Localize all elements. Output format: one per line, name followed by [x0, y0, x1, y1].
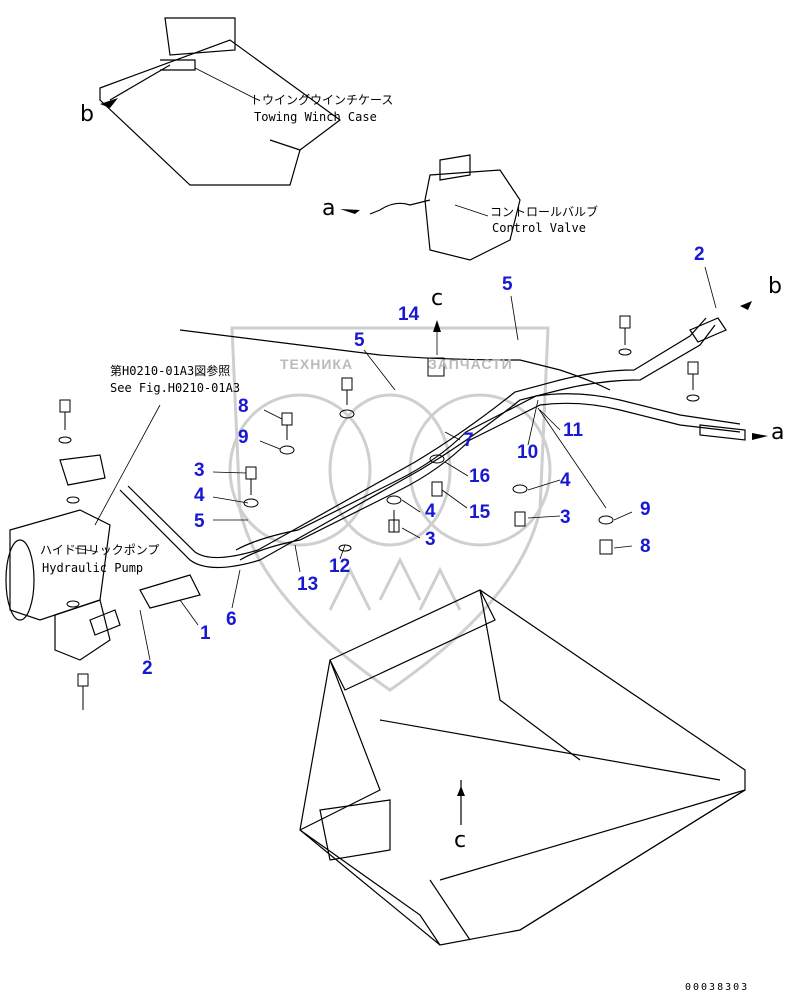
part-callout-5[interactable]: 5 [502, 274, 513, 295]
connection-letter-a: a [771, 420, 785, 445]
towing-winch-case [99, 17, 342, 186]
connection-letter-c: c [454, 828, 467, 853]
part-callout-2[interactable]: 2 [694, 244, 705, 265]
connection-letter-b: b [768, 274, 782, 299]
part-callout-1[interactable]: 1 [200, 623, 211, 644]
part-callout-3[interactable]: 3 [425, 529, 436, 550]
part-callout-2[interactable]: 2 [142, 658, 153, 679]
towing-winch-case-label-jp: トウイングウインチケース [250, 93, 394, 107]
part-callout-3[interactable]: 3 [194, 460, 205, 481]
control-valve-label-en: Control Valve [492, 221, 586, 235]
part-callout-11[interactable]: 11 [563, 420, 584, 441]
part-callout-3[interactable]: 3 [560, 507, 571, 528]
part-callout-14[interactable]: 14 [398, 304, 420, 325]
connection-letter-b: b [80, 102, 94, 127]
leader-lines [74, 67, 717, 661]
connection-letter-c: c [431, 286, 444, 311]
hydraulic-pump-label-jp: ハイドロリックポンプ [40, 543, 160, 557]
part-callout-16[interactable]: 16 [469, 466, 491, 487]
part-callout-7[interactable]: 7 [463, 430, 474, 451]
part-callout-10[interactable]: 10 [517, 442, 539, 463]
main-frame [299, 589, 746, 946]
watermark-text-left: ТЕХНИКА [280, 356, 354, 372]
hydraulic-pump-label-en: Hydraulic Pump [42, 561, 144, 575]
reference-label-jp: 第H0210-01A3図参照 [110, 364, 231, 378]
reference-label-en: See Fig.H0210-01A3 [110, 381, 241, 395]
document-id: 00038303 [685, 982, 750, 993]
part-callout-8[interactable]: 8 [640, 536, 651, 557]
part-callout-12[interactable]: 12 [329, 556, 351, 577]
towing-winch-case-label-en: Towing Winch Case [254, 110, 377, 124]
part-callout-4[interactable]: 4 [425, 501, 436, 522]
part-callout-5[interactable]: 5 [194, 511, 205, 532]
control-valve [369, 154, 521, 261]
part-callout-4[interactable]: 4 [194, 485, 205, 506]
fasteners [58, 315, 700, 710]
part-callout-15[interactable]: 15 [469, 502, 491, 523]
watermark-logo [228, 326, 552, 692]
part-callout-6[interactable]: 6 [226, 609, 237, 630]
part-callout-4[interactable]: 4 [560, 470, 571, 491]
control-valve-label-jp: コントロールバルブ [490, 205, 599, 219]
hoses [119, 317, 746, 609]
part-callout-8[interactable]: 8 [238, 396, 249, 417]
part-callout-9[interactable]: 9 [640, 499, 651, 520]
watermark-text-right: ЗАПЧАСТИ [428, 356, 513, 372]
hydraulic-pump [5, 454, 121, 661]
part-callout-9[interactable]: 9 [238, 427, 249, 448]
connection-letter-a: a [322, 196, 336, 221]
part-callout-5[interactable]: 5 [354, 330, 365, 351]
part-callout-13[interactable]: 13 [297, 574, 319, 595]
